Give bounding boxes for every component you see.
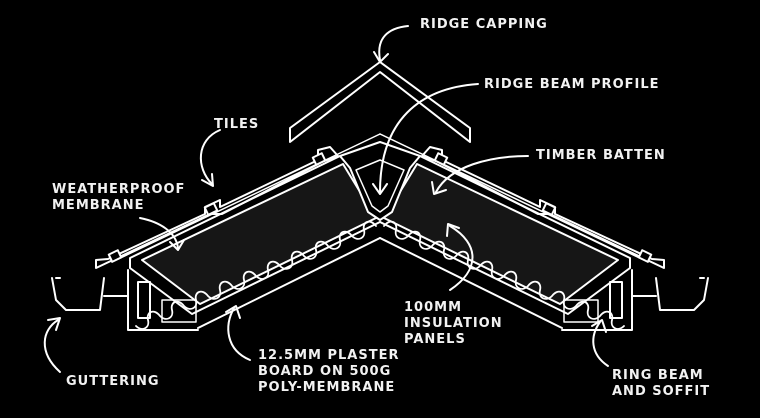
label-line: RIDGE CAPPING xyxy=(420,17,548,32)
label-timber-batten: TIMBER BATTEN xyxy=(536,148,666,164)
label-line: RING BEAM xyxy=(612,368,704,383)
label-line: MEMBRANE xyxy=(52,198,145,213)
gutter-right xyxy=(655,277,709,311)
membrane-right xyxy=(379,133,649,263)
arrow-tiles xyxy=(199,129,221,185)
label-guttering: GUTTERING xyxy=(66,374,160,390)
arrow-plaster xyxy=(227,307,251,361)
label-line: TIMBER BATTEN xyxy=(536,148,666,163)
ring-beam-right xyxy=(561,269,633,331)
arrow-guttering xyxy=(43,319,61,373)
plaster-coil-right xyxy=(383,220,625,330)
panel-frame-right xyxy=(379,155,631,315)
arrow-timber-batten xyxy=(435,155,529,193)
tiles-left xyxy=(95,146,339,269)
plaster-board-right xyxy=(379,237,563,329)
membrane-left xyxy=(111,133,381,263)
arrow-membrane xyxy=(139,217,179,249)
plaster-board-left xyxy=(197,237,381,329)
label-line: GUTTERING xyxy=(66,374,160,389)
label-line: BOARD ON 500G xyxy=(258,364,392,379)
ring-beam-left xyxy=(127,269,199,331)
plaster-coil-left xyxy=(135,220,377,330)
arrow-insulation xyxy=(449,225,474,291)
label-line: RIDGE BEAM PROFILE xyxy=(484,77,660,92)
arrow-ring-beam xyxy=(592,321,609,367)
panel-frame-left xyxy=(129,155,381,315)
label-insulation-panels: 100MM INSULATION PANELS xyxy=(404,300,503,348)
gutter-left xyxy=(51,277,105,311)
label-tiles: TILES xyxy=(214,117,259,133)
label-line: TILES xyxy=(214,117,260,132)
label-line: WEATHERPROOF xyxy=(52,182,186,197)
label-ridge-capping: RIDGE CAPPING xyxy=(420,17,548,33)
label-plaster-board: 12.5MM PLASTER BOARD ON 500G POLY-MEMBRA… xyxy=(258,348,399,396)
label-line: INSULATION xyxy=(404,316,503,331)
leader-arrows xyxy=(43,25,609,373)
ridge-beam-inner xyxy=(355,159,405,213)
label-line: 100MM xyxy=(404,300,463,315)
timber-battens xyxy=(107,152,653,263)
label-ridge-beam-profile: RIDGE BEAM PROFILE xyxy=(484,77,660,93)
arrow-ridge-capping xyxy=(378,25,409,61)
tiles-right xyxy=(421,146,665,269)
label-line: PANELS xyxy=(404,332,466,347)
arrow-ridge-beam xyxy=(379,83,479,193)
label-line: 12.5MM PLASTER xyxy=(258,348,400,363)
label-line: POLY-MEMBRANE xyxy=(258,380,396,395)
label-weatherproof-membrane: WEATHERPROOF MEMBRANE xyxy=(52,182,185,214)
ridge-capping-shape xyxy=(289,61,471,143)
label-line: AND SOFFIT xyxy=(612,384,711,399)
label-ring-beam: RING BEAM AND SOFFIT xyxy=(612,368,710,400)
